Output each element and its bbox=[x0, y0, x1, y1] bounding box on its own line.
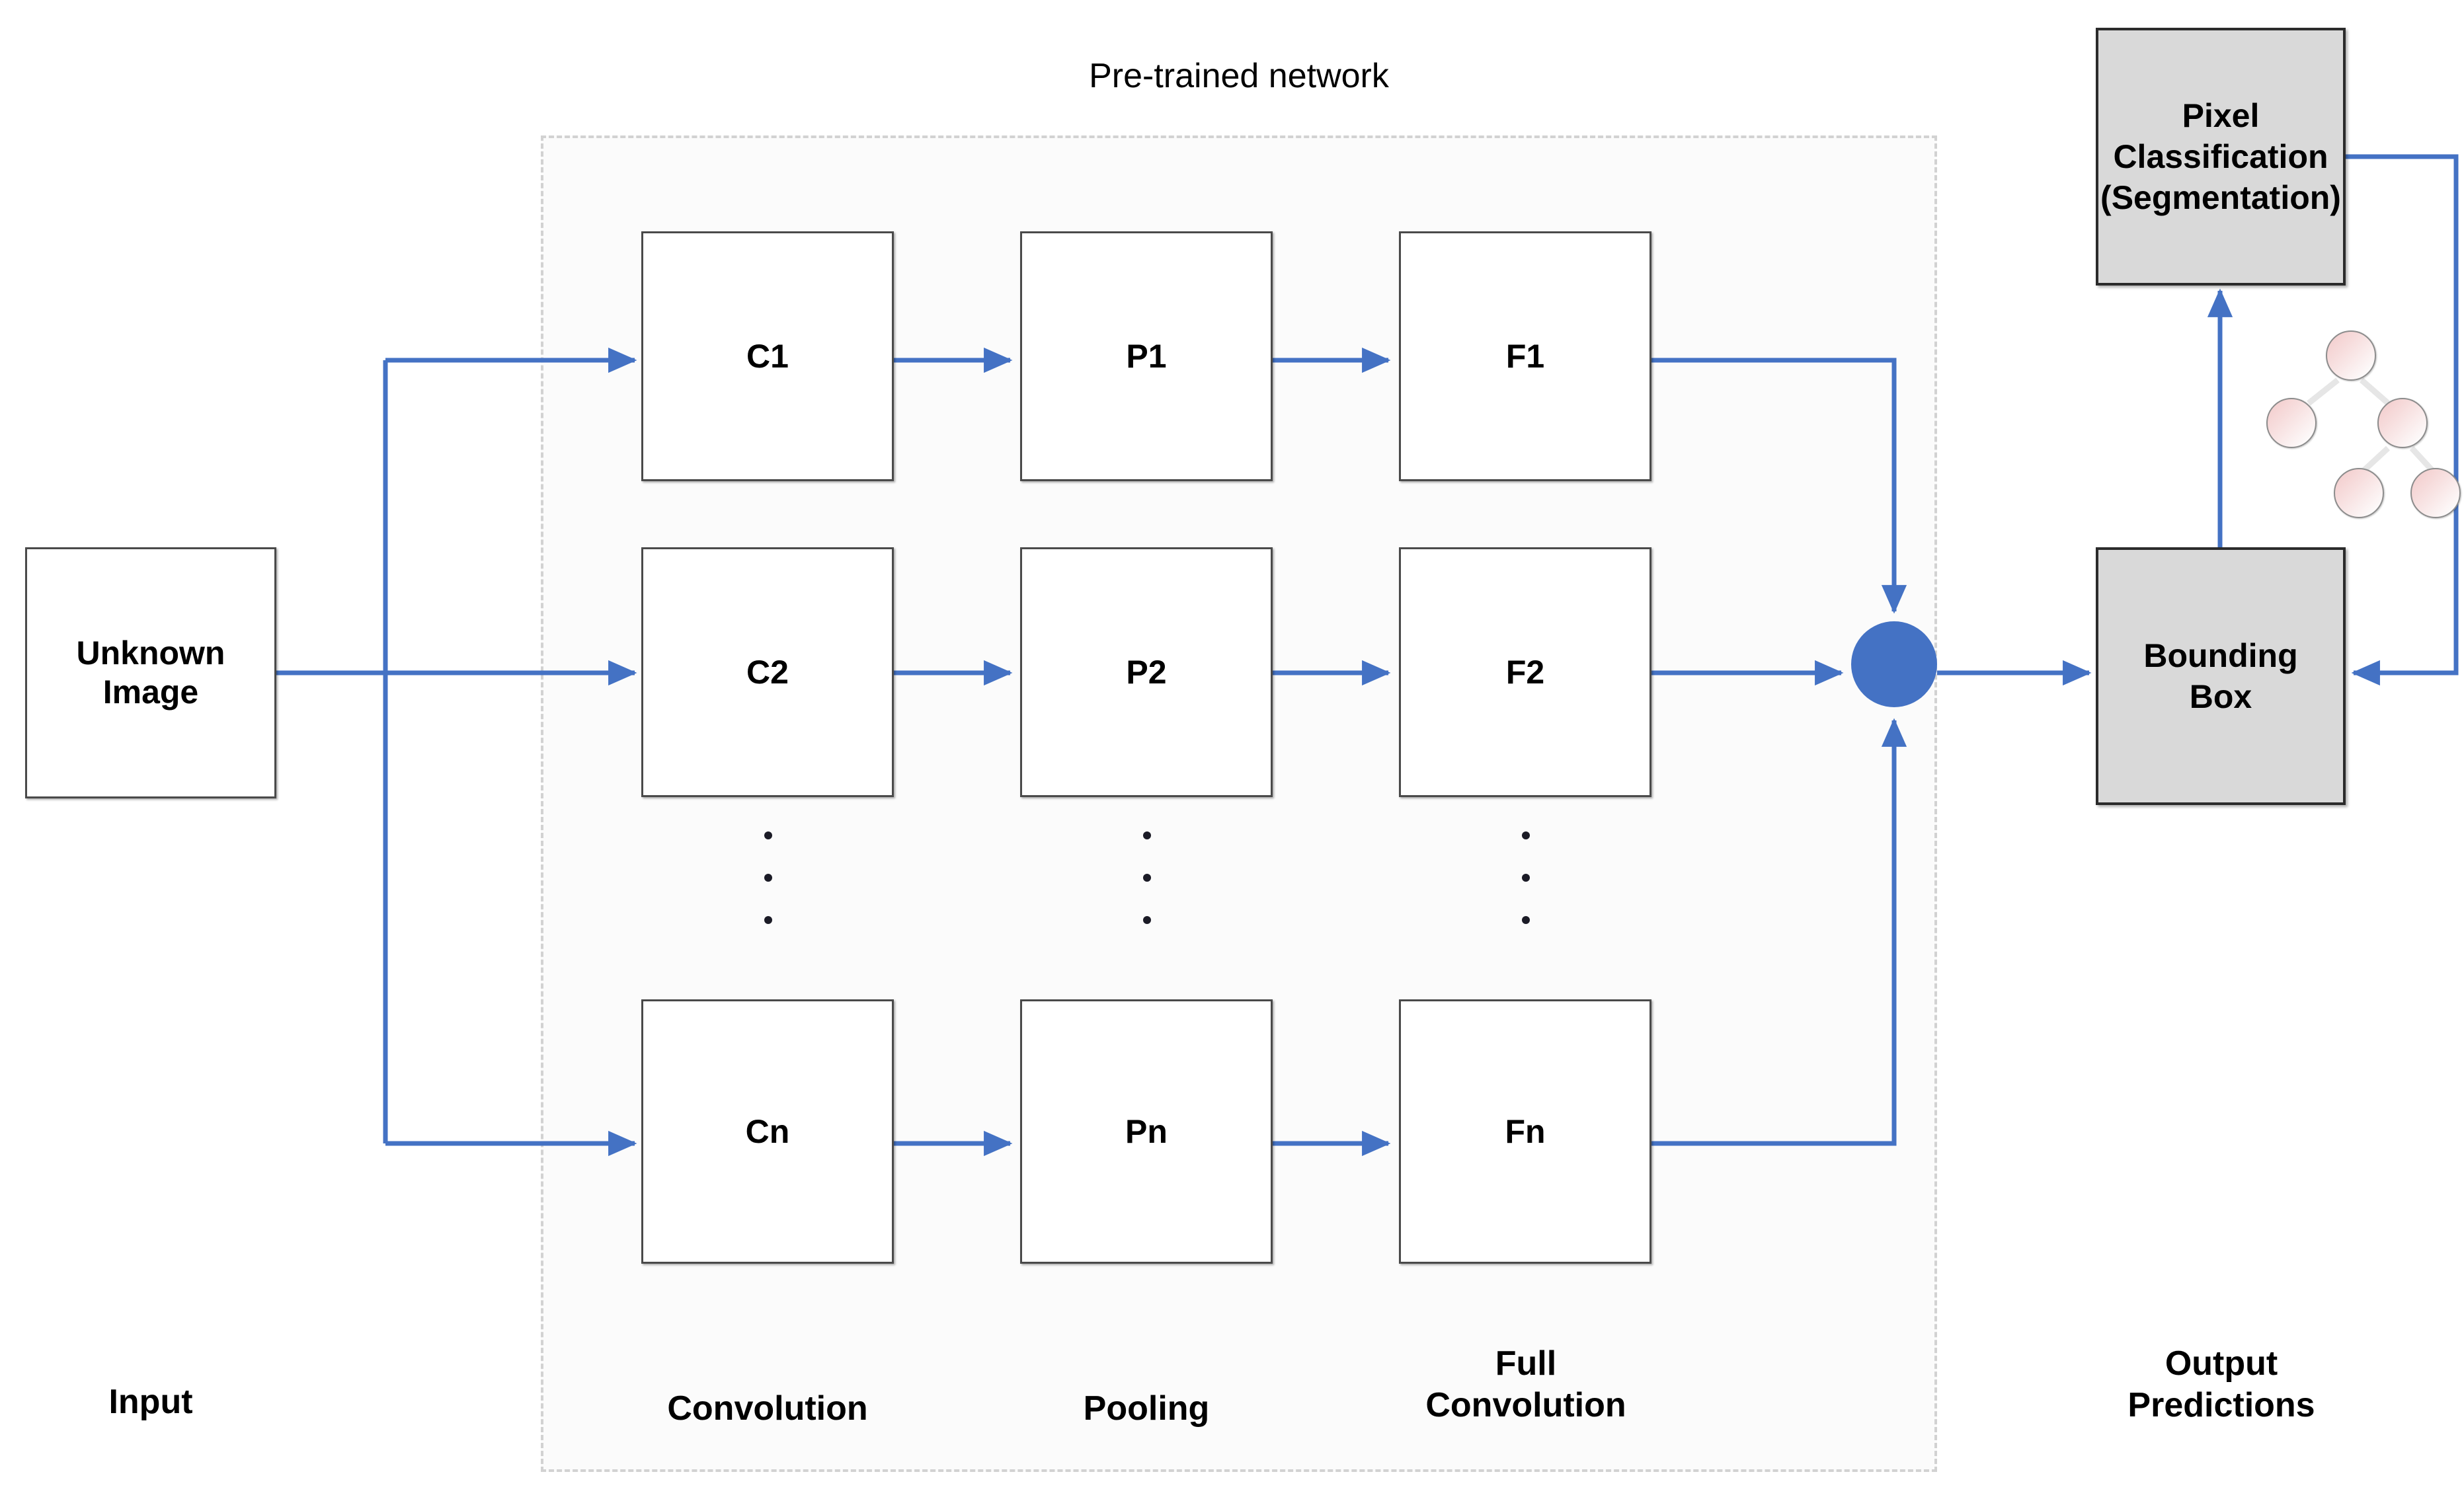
input-image-label-line2: Image bbox=[102, 674, 199, 711]
conv-box-c1-label: C1 bbox=[746, 337, 789, 375]
caption-input: Input bbox=[108, 1383, 193, 1421]
pixel-classification-box[interactable]: Pixel Classification (Segmentation) bbox=[2096, 28, 2346, 286]
caption-full-convolution-line1: Full bbox=[1495, 1344, 1557, 1383]
decision-tree-node-leaf-1 bbox=[2334, 468, 2384, 518]
pool-box-p2-label: P2 bbox=[1126, 653, 1167, 691]
bounding-box-line2: Box bbox=[2189, 678, 2252, 715]
pool-box-p1-label: P1 bbox=[1126, 337, 1167, 375]
fullconv-box-f2[interactable]: F2 bbox=[1399, 547, 1651, 797]
input-image-label-line1: Unknown bbox=[76, 635, 225, 672]
decision-tree-icon bbox=[2248, 317, 2461, 535]
caption-output-line2: Predictions bbox=[2127, 1386, 2315, 1425]
bounding-box-label: Bounding Box bbox=[2138, 635, 2303, 717]
conv-box-cn[interactable]: Cn bbox=[641, 999, 894, 1264]
conv-box-c1[interactable]: C1 bbox=[641, 231, 894, 481]
caption-full-convolution: Full Convolution bbox=[1382, 1343, 1670, 1427]
decision-tree-node-root bbox=[2326, 330, 2376, 381]
caption-full-convolution-line2: Convolution bbox=[1425, 1386, 1626, 1425]
pixel-classification-line1: Pixel bbox=[2182, 97, 2260, 134]
fullconv-box-f1-label: F1 bbox=[1505, 337, 1545, 375]
feature-merge-node bbox=[1851, 621, 1937, 707]
caption-pooling: Pooling bbox=[1083, 1389, 1210, 1428]
conv-box-cn-label: Cn bbox=[745, 1112, 790, 1150]
pixel-classification-line2: Classification bbox=[2113, 138, 2328, 175]
bounding-box-line1: Bounding bbox=[2143, 637, 2298, 674]
caption-output-predictions: Output Predictions bbox=[2083, 1343, 2360, 1427]
fullconv-box-fn-label: Fn bbox=[1505, 1112, 1546, 1150]
conv-box-c2[interactable]: C2 bbox=[641, 547, 894, 797]
decision-tree-node-left bbox=[2266, 398, 2317, 448]
pixel-classification-label: Pixel Classification (Segmentation) bbox=[2095, 95, 2346, 218]
pool-box-pn-label: Pn bbox=[1125, 1112, 1168, 1150]
pool-box-pn[interactable]: Pn bbox=[1020, 999, 1273, 1264]
fullconv-box-fn[interactable]: Fn bbox=[1399, 999, 1651, 1264]
input-image-label: Unknown Image bbox=[77, 634, 225, 712]
ellipsis-full-convolution bbox=[1513, 831, 1539, 924]
ellipsis-convolution bbox=[755, 831, 781, 924]
caption-convolution: Convolution bbox=[667, 1389, 868, 1428]
input-image-box[interactable]: Unknown Image bbox=[25, 547, 276, 798]
fullconv-box-f1[interactable]: F1 bbox=[1399, 231, 1651, 481]
decision-tree-node-right bbox=[2377, 398, 2428, 448]
fullconv-box-f2-label: F2 bbox=[1505, 653, 1545, 691]
conv-box-c2-label: C2 bbox=[746, 653, 789, 691]
decision-tree-node-leaf-2 bbox=[2410, 468, 2461, 518]
bounding-box-box[interactable]: Bounding Box bbox=[2096, 547, 2346, 805]
ellipsis-pooling bbox=[1134, 831, 1160, 924]
pretrained-network-title: Pre-trained network bbox=[1089, 57, 1389, 95]
pool-box-p1[interactable]: P1 bbox=[1020, 231, 1273, 481]
pool-box-p2[interactable]: P2 bbox=[1020, 547, 1273, 797]
caption-output-line1: Output bbox=[2165, 1344, 2278, 1383]
pixel-classification-line3: (Segmentation) bbox=[2100, 179, 2341, 216]
